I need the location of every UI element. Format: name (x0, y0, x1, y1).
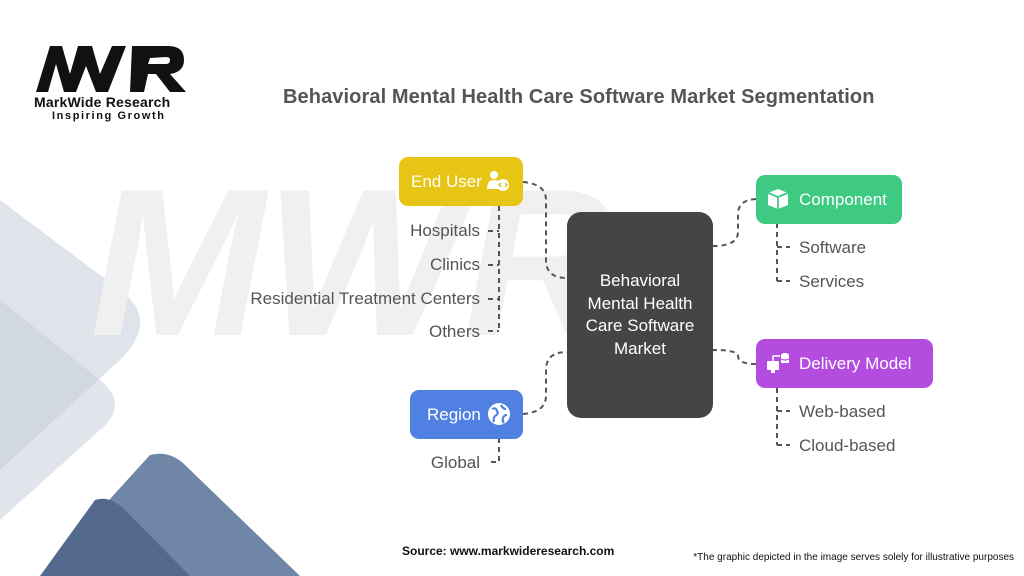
category-component-label: Component (799, 189, 887, 209)
category-component: Component (756, 175, 902, 224)
source-credit: Source: www.markwideresearch.com (402, 544, 615, 558)
category-end-user-label: End User (411, 171, 482, 191)
category-delivery-model-label: Delivery Model (799, 353, 912, 373)
connector-delivery (712, 349, 757, 365)
center-node: Behavioral Mental Health Care Software M… (567, 212, 713, 418)
delivery-model-item: Cloud-based (799, 436, 896, 455)
watermark-logo: MWR (90, 165, 615, 365)
component-item: Software (799, 238, 867, 257)
end-user-item: Others (428, 322, 480, 341)
connector-end-user (522, 181, 568, 279)
end-user-item: Clinics (429, 255, 480, 274)
category-region-label: Region (427, 404, 481, 424)
delivery-model-item: Web-based (799, 402, 886, 421)
svg-text:MWR: MWR (90, 165, 615, 365)
brand-name: MarkWide Research (34, 94, 171, 110)
connector-region (522, 351, 568, 415)
logo-mark (36, 46, 186, 92)
end-user-item: Residential Treatment Centers (250, 289, 480, 308)
brand-tagline: Inspiring Growth (52, 110, 166, 122)
users-icon (487, 171, 509, 191)
region-item: Global (430, 453, 480, 472)
category-region: Region (410, 390, 523, 439)
connector-component (712, 198, 757, 247)
illustrative-note: *The graphic depicted in the image serve… (693, 552, 1014, 563)
globe-icon (488, 403, 510, 425)
page-title: Behavioral Mental Health Care Software M… (283, 86, 875, 108)
network-icon (767, 353, 790, 373)
end-user-item: Hospitals (410, 221, 480, 240)
box-icon (767, 189, 789, 209)
center-label: Behavioral Mental Health Care Software M… (585, 271, 695, 358)
category-delivery-model: Delivery Model (756, 339, 933, 388)
component-item: Services (799, 272, 865, 291)
category-end-user: End User (399, 157, 523, 206)
